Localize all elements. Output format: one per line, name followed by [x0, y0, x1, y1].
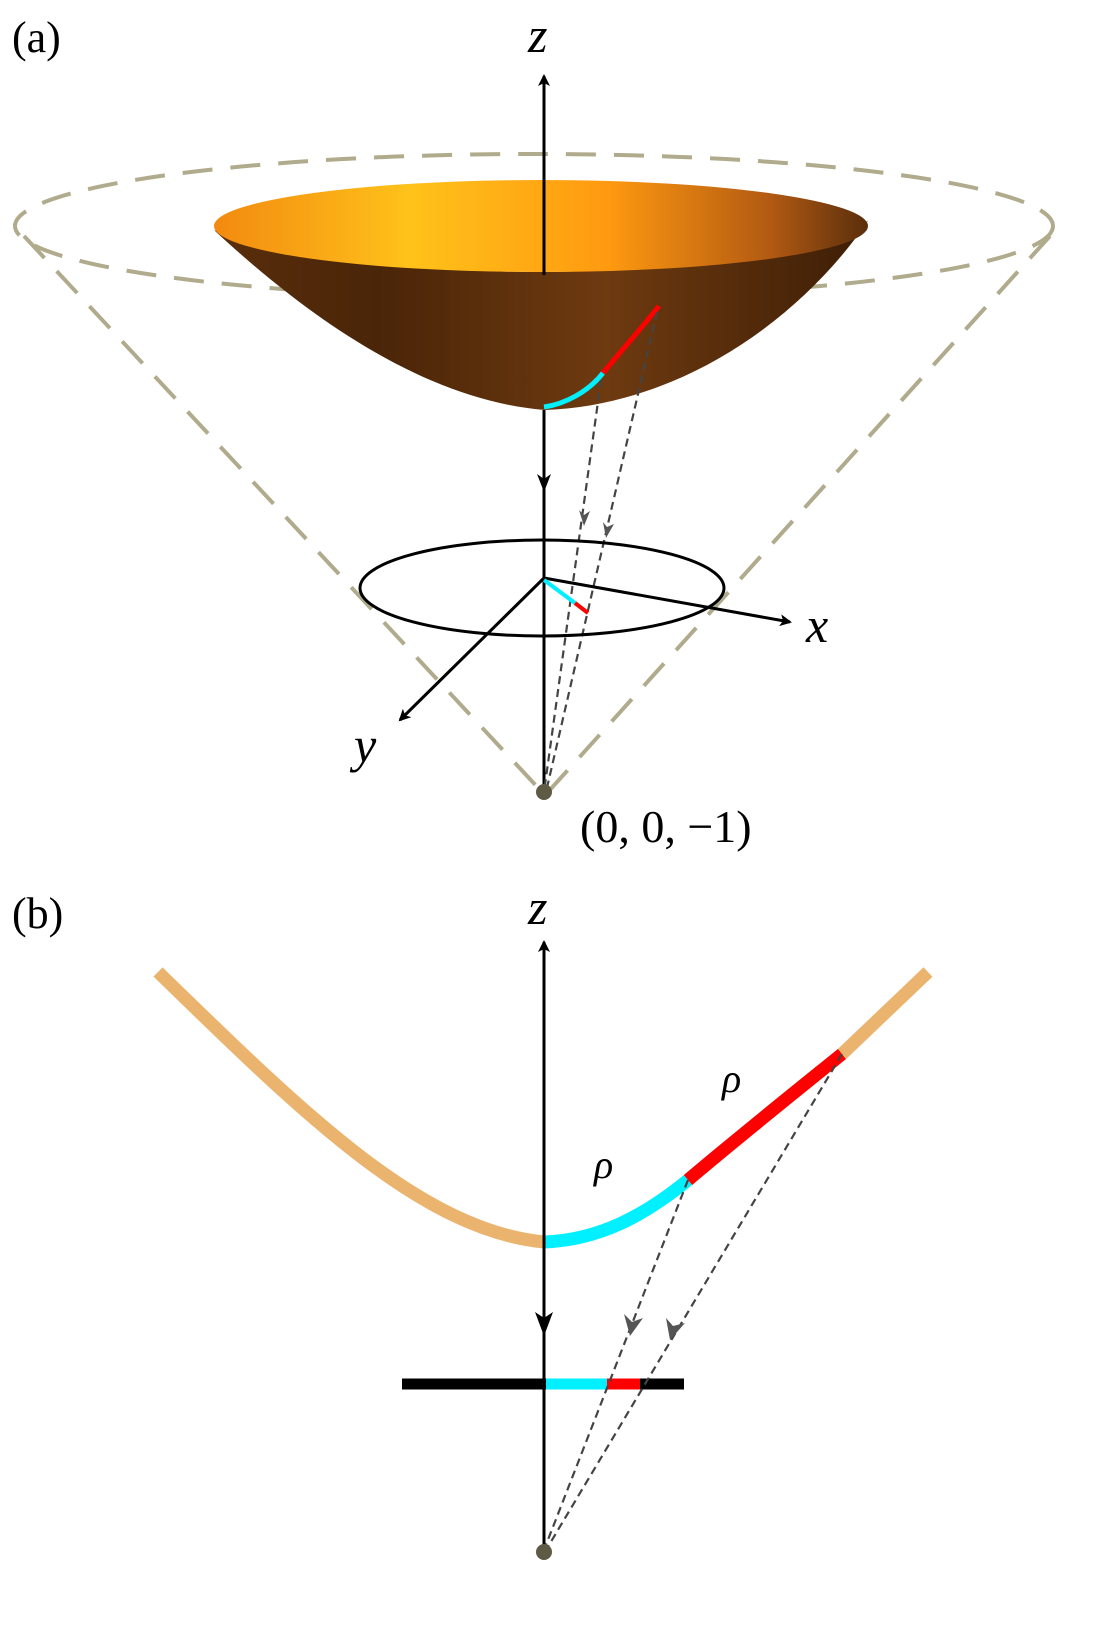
projection-line-a2: [544, 311, 659, 793]
z-axis-a-label: z: [527, 7, 547, 63]
rho-label-2: ρ: [720, 1056, 741, 1101]
bowl-curve-red: [601, 304, 661, 375]
x-axis: [543, 576, 792, 627]
panel-a-label: (a): [12, 13, 61, 62]
hyperbola-right-tail: [837, 967, 933, 1059]
panel-a: (a) z x y: [12, 7, 1055, 852]
south-pole-point-a: [536, 784, 552, 800]
projection-arrow-b1: [624, 1314, 643, 1336]
rho-label-1: ρ: [592, 1142, 613, 1187]
projection-line-b2: [545, 1053, 843, 1551]
x-axis-label: x: [805, 597, 828, 653]
bowl-curve-cyan: [543, 371, 605, 410]
hyperbola-segment-red: [683, 1048, 847, 1185]
hyperbola-left-branch: [153, 967, 545, 1249]
unit-disk-ellipse: [358, 538, 726, 638]
projection-arrow-a2: [603, 522, 614, 538]
projection-line-a1: [542, 379, 603, 793]
bowl-outer-surface: [214, 221, 868, 410]
projection-arrow-b2: [666, 1318, 685, 1340]
z-axis-b-flow-arrow: [535, 1312, 553, 1336]
disk-segment-cyan: [542, 578, 577, 605]
z-axis-b-label: z: [527, 879, 547, 935]
panel-b-label: (b): [12, 889, 63, 938]
projection-line-b1: [542, 1179, 690, 1551]
south-pole-point-b: [536, 1544, 552, 1560]
y-axis: [398, 576, 546, 722]
hyperbola-segment-cyan: [543, 1174, 693, 1249]
y-axis-label: y: [349, 717, 377, 773]
projection-lines-a: [542, 311, 659, 793]
projection-lines-b: [542, 1053, 843, 1551]
projection-arrow-a1: [579, 510, 590, 526]
cone-right-edge: [546, 234, 1052, 794]
z-axis-a-flow-arrow: [537, 474, 551, 492]
hyperboloid-bowl: [214, 180, 868, 410]
disk-segment-red: [573, 601, 590, 615]
cone-left-edge: [22, 234, 544, 794]
panel-b: (b) ρ ρ z: [12, 879, 933, 1560]
point-label: (0, 0, −1): [580, 801, 752, 852]
bowl-inner-surface: [214, 180, 868, 272]
